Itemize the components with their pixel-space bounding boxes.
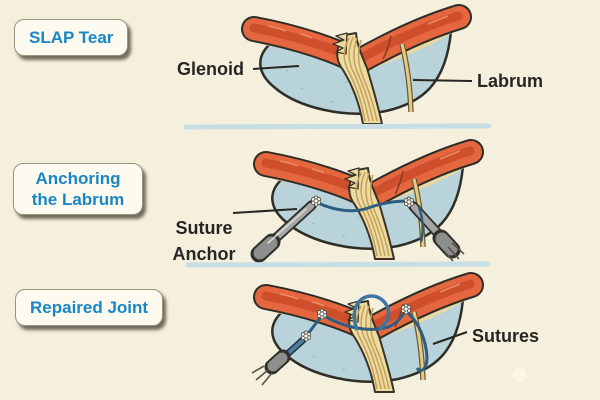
suture-anchor-star-icon [316, 308, 328, 320]
suture-across [323, 310, 407, 331]
suture-passer-fork-icon [251, 336, 307, 386]
sutures-pointer-line [432, 331, 468, 345]
suture-anchor-star-icon [403, 196, 415, 208]
section-badge-anchoring-the-labrum: Anchoring the Labrum [13, 163, 143, 215]
surface-divider [183, 123, 492, 130]
sparkle [513, 368, 527, 382]
label-suture-anchor: Suture Anchor [172, 218, 236, 264]
suture-thread-loose [417, 206, 424, 243]
suture-tail [406, 311, 429, 372]
anchoring-illustration [185, 135, 491, 270]
section-badge-repaired-joint: Repaired Joint [15, 289, 164, 326]
suture-anchor-star-icon [300, 330, 312, 342]
suture-anchor-tool-left-icon [250, 200, 317, 263]
suture-thread [317, 199, 408, 213]
surface-divider [185, 261, 491, 268]
suture-anchor-star-icon [310, 195, 322, 207]
suture-anchor-star-icon [400, 303, 412, 315]
suture-loop [352, 294, 391, 331]
repaired-joint-illustration [251, 270, 527, 400]
slap-tear-illustration [183, 0, 492, 135]
label-labrum: Labrum [477, 71, 544, 91]
label-glenoid: Glenoid [177, 59, 244, 79]
glenoid-pointer-line [252, 65, 300, 70]
suture-anchor-pointer-line [232, 208, 298, 214]
section-badge-slap-tear: SLAP Tear [14, 19, 129, 56]
suture-anchor-tool-right-icon [408, 201, 465, 262]
label-sutures: Sutures [472, 326, 540, 346]
labrum-pointer-line [412, 79, 473, 82]
